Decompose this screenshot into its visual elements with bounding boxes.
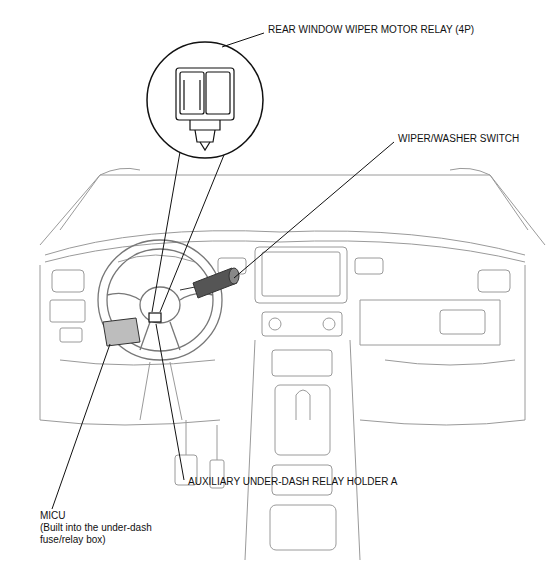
part-label: REAR WINDOW WIPER MOTOR RELAY (4P) bbox=[268, 24, 474, 36]
part-note: (Built into the under-dash fuse/relay bo… bbox=[40, 522, 190, 546]
part-label: WIPER/WASHER SWITCH bbox=[398, 133, 519, 145]
part-label: AUXILIARY UNDER-DASH RELAY HOLDER A bbox=[188, 476, 397, 488]
part-label: MICU bbox=[40, 510, 66, 522]
